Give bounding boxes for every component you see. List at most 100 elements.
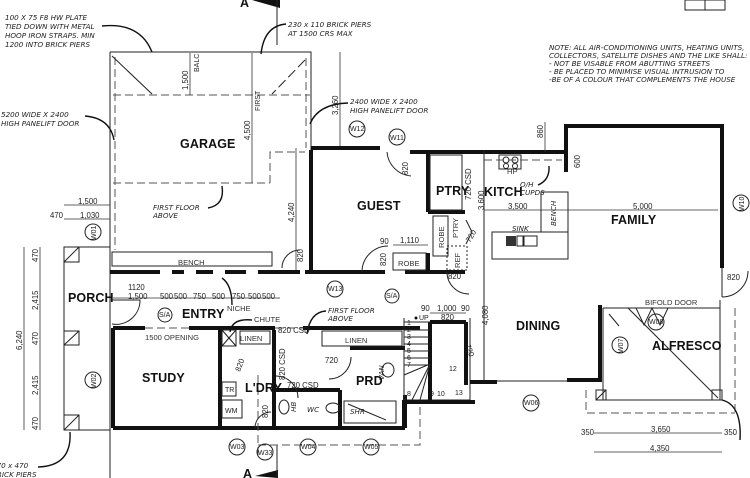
wc-csd-dimension: 720 CSD <box>287 381 319 390</box>
dining-walls <box>470 272 736 414</box>
svg-text:HIGH PANELIFT DOOR: HIGH PANELIFT DOOR <box>1 119 79 128</box>
alfresco-dimensions: 350 3,650 350 4,350 <box>581 425 738 453</box>
svg-text:UP: UP <box>419 315 429 322</box>
svg-text:13: 13 <box>455 390 463 397</box>
garage-side-door[interactable]: 820 <box>281 248 305 269</box>
note-aircon: NOTE: ALL AIR-CONDITIONING UNITS, HEATIN… <box>549 43 747 84</box>
svg-text:FIRST FLOOR: FIRST FLOOR <box>328 306 375 315</box>
window-tag-w04: W04 <box>299 438 317 456</box>
robe-label-1: ROBE <box>437 226 446 248</box>
svg-text:6: 6 <box>407 355 411 362</box>
svg-text:1,500: 1,500 <box>78 197 98 206</box>
svg-text:500: 500 <box>262 292 276 301</box>
svg-text:1,500: 1,500 <box>181 70 190 90</box>
room-label-guest: GUEST <box>357 199 401 213</box>
svg-text:HOOP IRON STRAPS. MIN: HOOP IRON STRAPS. MIN <box>5 31 95 40</box>
robe-door[interactable]: 820 <box>361 245 389 273</box>
svg-text:2400 WIDE X 2400: 2400 WIDE X 2400 <box>350 97 418 106</box>
dining-4080-dimension: 4,080 <box>481 305 490 325</box>
room-label-family: FAMILY <box>611 213 657 227</box>
svg-text:W13: W13 <box>328 286 343 293</box>
kitchen-family-dimension: 3,500 5,000 <box>484 202 718 211</box>
note-brick-piers: 230 x 110 BRICK PIERS AT 1500 CRS MAX <box>260 20 372 55</box>
svg-text:350: 350 <box>724 428 738 437</box>
upper-window-marks <box>684 0 726 11</box>
svg-text:1120: 1120 <box>128 283 145 292</box>
svg-text:4,350: 4,350 <box>650 444 670 453</box>
svg-text:W06: W06 <box>524 400 539 407</box>
svg-text:500: 500 <box>174 292 188 301</box>
svg-text:820: 820 <box>441 313 455 322</box>
svg-text:2,415: 2,415 <box>31 290 40 310</box>
svg-text:3,650: 3,650 <box>651 425 671 434</box>
svg-text:230 x 110 BRICK PIERS: 230 x 110 BRICK PIERS <box>288 20 372 29</box>
niche-leader <box>221 277 233 306</box>
svg-text:HIGH PANELIFT DOOR: HIGH PANELIFT DOOR <box>350 106 428 115</box>
window-tag-w06: W06 <box>522 394 540 412</box>
wm-label: WM <box>225 408 238 415</box>
room-label-dining: DINING <box>516 319 560 333</box>
porch-width-dimensions: 1,500 470 1,030 <box>50 197 110 220</box>
opening-label: 1500 OPENING <box>145 333 199 342</box>
svg-text:750: 750 <box>232 292 246 301</box>
porch-height-dimensions: 6,240 470 2,415 470 2,415 470 <box>15 247 41 430</box>
svg-text:S/A: S/A <box>159 312 171 319</box>
guest-door[interactable]: 820 <box>386 151 412 177</box>
van-label: VAN <box>377 365 386 380</box>
window-tag-w10: W10 <box>732 194 750 212</box>
entry-dimensions: 1120 1,500 500 500 750 500 750 500 500 <box>113 283 280 301</box>
porch-walls <box>63 246 110 431</box>
ldry-csd-vertical-dimension: 820 CSD <box>278 348 287 380</box>
svg-text:820: 820 <box>448 272 462 281</box>
svg-text:470: 470 <box>31 416 40 430</box>
window-tag-w01: W01 <box>84 223 102 241</box>
room-label-ptry: PTRY <box>436 184 470 198</box>
garage-balc-dimension: 1,500 BALC <box>181 53 201 95</box>
svg-text:FIRST: FIRST <box>255 90 262 111</box>
svg-text:W01: W01 <box>91 226 98 241</box>
svg-text:COLLECTORS, SATELLITE DISHES A: COLLECTORS, SATELLITE DISHES AND THE LIK… <box>549 51 747 60</box>
note-first-floor-laundry: FIRST FLOOR ABOVE <box>306 306 375 335</box>
ptry-csd-dimension: 720 CSD <box>464 168 473 200</box>
svg-text:W04: W04 <box>301 444 316 451</box>
note-first-floor-garage: FIRST FLOOR ABOVE <box>152 185 224 220</box>
svg-text:A: A <box>243 467 252 478</box>
section-marker-top: A <box>240 0 280 45</box>
family-side-door[interactable]: 820 <box>721 270 749 298</box>
entry-walls <box>110 270 300 430</box>
window-tag-w08: W08 <box>647 313 665 331</box>
smoke-alarm-entry: S/A <box>157 307 173 323</box>
robe-dimension: 90 1,110 <box>380 236 428 246</box>
svg-text:BRICK PIERS: BRICK PIERS <box>0 470 37 478</box>
svg-text:W10: W10 <box>739 197 746 212</box>
svg-text:W02: W02 <box>91 374 98 389</box>
prd-door-dimension: 720 <box>325 356 339 365</box>
smoke-alarm-stair: S/A <box>384 288 400 304</box>
ref-door[interactable]: 820 <box>446 271 470 295</box>
svg-text:1: 1 <box>407 320 411 327</box>
svg-text:ABOVE: ABOVE <box>152 211 178 220</box>
svg-text:W05: W05 <box>364 444 379 451</box>
svg-text:- BE PLACED TO MINIMISE VISUAL: - BE PLACED TO MINIMISE VISUAL INTRUSION… <box>549 67 725 76</box>
svg-text:1,030: 1,030 <box>80 211 100 220</box>
room-label-porch: PORCH <box>68 291 114 305</box>
window-tag-w02: W02 <box>84 371 102 389</box>
svg-text:1,000: 1,000 <box>437 304 457 313</box>
ldry-csd-dimension: 820 CSD <box>278 326 310 335</box>
room-label-garage: GARAGE <box>180 137 235 151</box>
svg-text:500: 500 <box>248 292 262 301</box>
shr-label: SHR <box>350 407 365 416</box>
svg-text:470 x 470: 470 x 470 <box>0 461 29 470</box>
svg-text:820: 820 <box>379 252 388 266</box>
svg-text:W08: W08 <box>649 319 664 326</box>
laundry-walls <box>220 325 421 455</box>
svg-text:90: 90 <box>461 304 470 313</box>
wc-label: WC <box>307 405 319 414</box>
svg-text:5200 WIDE X 2400: 5200 WIDE X 2400 <box>1 110 69 119</box>
linen-door-dimension: 820 <box>233 357 246 373</box>
note-panelift-2400: 2400 WIDE X 2400 HIGH PANELIFT DOOR <box>309 97 428 125</box>
window-tag-w03: W03 <box>228 438 246 456</box>
svg-text:W07: W07 <box>618 339 625 354</box>
svg-text:S/A: S/A <box>386 293 398 300</box>
hp-label: HP <box>507 167 518 176</box>
